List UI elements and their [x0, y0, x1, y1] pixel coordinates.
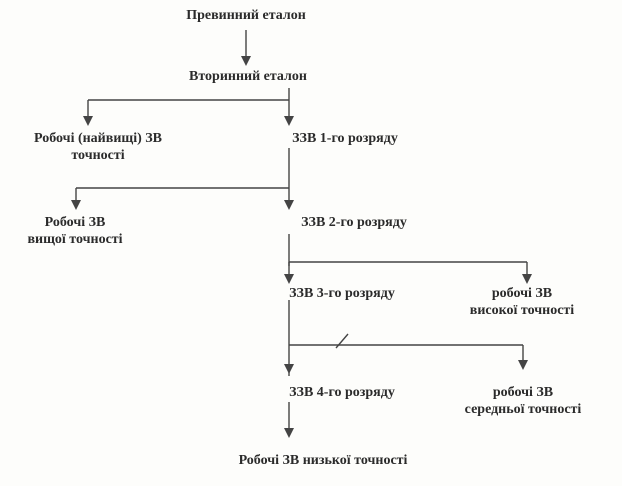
node-work-high-line2: високої точності — [469, 303, 575, 318]
node-work-highest: Робочі (найвищі) ЗВ точності — [34, 130, 162, 164]
node-secondary-label: Вторинний еталон — [189, 69, 307, 84]
node-work-medium-line2: середньої точності — [464, 402, 582, 417]
arrowhead-zzv2 — [284, 200, 294, 210]
node-work-higher: Робочі ЗВ вищої точності — [27, 214, 122, 248]
arrowhead-work-high — [71, 200, 81, 210]
node-zzv-1-label: ЗЗВ 1-го розряду — [292, 131, 398, 146]
node-zzv-3-label: ЗЗВ 3-го розряду — [289, 286, 395, 301]
arrowhead-secondary — [241, 56, 251, 66]
node-work-medium-line1: робочі ЗВ — [492, 385, 554, 400]
node-zzv-2-label: ЗЗВ 2-го розряду — [301, 215, 407, 230]
node-work-low-label: Робочі ЗВ низької точності — [238, 453, 408, 468]
arrowhead-zzv3 — [284, 274, 294, 284]
arrowhead-zzv1 — [284, 116, 294, 126]
connector-tick-mark — [335, 333, 349, 349]
node-zzv-3: ЗЗВ 3-го розряду — [289, 285, 395, 302]
node-work-medium: робочі ЗВ середньої точності — [465, 384, 582, 418]
node-work-highest-line1: Робочі (найвищі) ЗВ — [34, 131, 162, 146]
arrowhead-work-hi — [522, 274, 532, 284]
node-zzv-4-label: ЗЗВ 4-го розряду — [289, 385, 395, 400]
node-zzv-4: ЗЗВ 4-го розряду — [289, 384, 395, 401]
node-primary-standard: Превинний еталон — [186, 7, 306, 24]
node-secondary-standard: Вторинний еталон — [189, 68, 307, 85]
node-work-high-line1: робочі ЗВ — [491, 286, 553, 301]
node-work-higher-line2: вищої точності — [27, 232, 123, 247]
node-zzv-2: ЗЗВ 2-го розряду — [301, 214, 407, 231]
node-work-higher-line1: Робочі ЗВ — [44, 215, 106, 230]
arrowhead-work-mid — [518, 360, 528, 370]
arrowhead-zzv4 — [284, 364, 294, 374]
node-work-highest-line2: точності — [71, 148, 125, 163]
arrowhead-work-top — [83, 116, 93, 126]
node-work-high: робочі ЗВ високої точності — [470, 285, 574, 319]
node-zzv-1: ЗЗВ 1-го розряду — [292, 130, 398, 147]
arrowhead-work-low — [284, 428, 294, 438]
node-work-low: Робочі ЗВ низької точності — [239, 452, 408, 469]
node-primary-label: Превинний еталон — [186, 8, 306, 23]
